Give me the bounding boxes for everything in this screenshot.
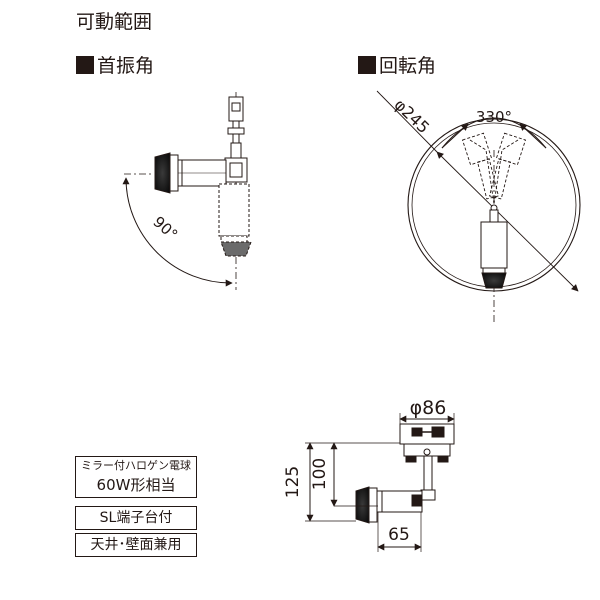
rotation-diameter-value: φ245 [390, 95, 433, 137]
rotation-angle-label: 回転角 [379, 55, 437, 77]
square-bullet-icon [76, 55, 94, 74]
page-title: 可動範囲 [76, 11, 153, 33]
lamp-spec-line1: ミラー付ハロゲン電球 [81, 459, 191, 472]
neck-angle-value: 90° [149, 213, 181, 244]
rotation-diagram [376, 90, 581, 322]
terminal-spec-box: SL端子台付 [75, 506, 197, 530]
depth-dimension-value: 65 [388, 525, 410, 545]
terminal-spec-label: SL端子台付 [99, 510, 173, 526]
dimension-drawing [305, 413, 455, 552]
rotation-angle-value: 330° [476, 108, 512, 126]
neck-swivel-diagram [122, 92, 252, 290]
square-bullet-icon [358, 55, 376, 74]
height-base-dimension-value: 100 [310, 458, 330, 490]
neck-angle-label: 首振角 [97, 55, 155, 77]
neck-angle-heading: 首振角 [76, 51, 154, 78]
mounting-spec-box: 天井･壁面兼用 [75, 533, 197, 557]
lamp-spec-box: ミラー付ハロゲン電球 60W形相当 [75, 456, 197, 498]
rotation-angle-heading: 回転角 [358, 51, 436, 78]
lamp-spec-line2: 60W形相当 [96, 476, 176, 494]
height-total-dimension-value: 125 [283, 466, 303, 498]
mounting-spec-label: 天井･壁面兼用 [90, 537, 182, 553]
diameter-dimension-value: φ86 [410, 397, 447, 419]
